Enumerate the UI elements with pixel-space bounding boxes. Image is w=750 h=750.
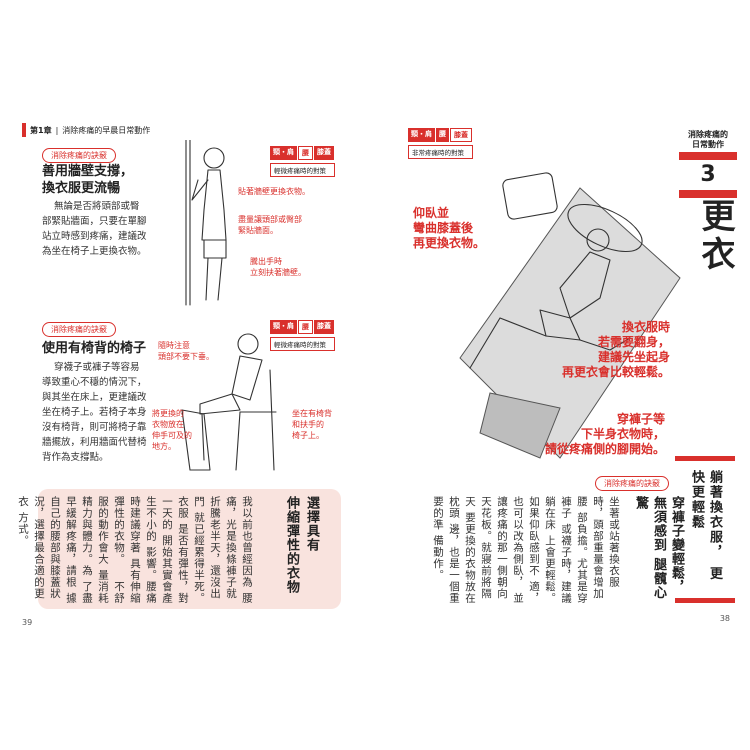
section-subtitle: 躺著換衣服， 更快更輕鬆 — [689, 470, 722, 582]
tag-waist: 腰 — [298, 146, 313, 160]
tag-knee: 膝蓋 — [314, 146, 334, 160]
section1-body: 無論是否將頭部或臀 部緊貼牆面，只要在單腳 站立時感到疼痛，建議改 為坐在椅子上… — [42, 201, 147, 257]
column-box — [38, 489, 341, 609]
chair-dressing-illustration — [181, 333, 277, 471]
tag-sub-2: 輕微疼痛時的對策 — [270, 337, 335, 351]
tag-group-right: 頸・肩 腰 膝蓋 非常疼痛時的對策 — [408, 128, 473, 159]
tag-sub-1: 輕微疼痛時的對策 — [270, 163, 335, 177]
tag-group-1: 頸・肩 腰 膝蓋 輕微疼痛時的對策 — [270, 146, 335, 177]
tip-heading-right: 穿褲子變輕鬆， 無須感到 腿髖心驚 — [633, 496, 684, 600]
page-number-right: 38 — [719, 614, 730, 623]
annotation-wall: 貼著牆壁更換衣物。 — [238, 187, 310, 196]
tip-pill-2: 消除疼痛的訣竅 — [42, 322, 116, 337]
annotation-turn: 換衣服時 若需要翻身， 建議先坐起身 再更衣會比較輕鬆。 — [561, 320, 670, 379]
section2-body: 穿襪子或褲子等容易 導致重心不穩的情況下， 與其坐在床上，更建議改 坐在椅子上。… — [42, 362, 147, 463]
tag-group-2: 頸・肩 腰 膝蓋 輕微疼痛時的對策 — [270, 320, 335, 351]
section-title: 更衣 — [695, 198, 735, 274]
annotation-head: 盡量讓頭部或臀部 緊貼牆面。 — [238, 215, 302, 235]
tag-sub-right: 非常疼痛時的對策 — [408, 145, 473, 159]
column-body: 我以前也曾經因為 腰痛，光是換條褲子就 折騰老半天，還沒出門 就已經累得半死。衣… — [17, 496, 253, 604]
chapter-label: 第1章 — [30, 125, 52, 135]
chapter-header: 第1章 | 消除疼痛的早晨日常動作 — [22, 123, 150, 137]
section1-heading: 善用牆壁支撐， 換衣服更流暢 — [42, 164, 134, 196]
chapter-title: 消除疼痛的早晨日常動作 — [62, 125, 151, 135]
right-body: 坐著或站著換衣服 時，頭部重量會增加腰 部負擔。尤其是穿褲子 或襪子時，建議躺在… — [432, 496, 620, 620]
column-heading: 選擇具有 伸縮彈性的衣物 — [284, 496, 319, 594]
chapter-marker — [22, 123, 26, 137]
tip-pill-1: 消除疼痛的訣竅 — [42, 148, 116, 163]
tip-pill-right: 消除疼痛的訣竅 — [595, 476, 669, 491]
section2-heading: 使用有椅背的椅子 — [42, 341, 147, 356]
annotation-head-down: 隨時注意 頭部不要下垂。 — [158, 341, 214, 361]
annotation-pants: 穿褲子等 下半身衣物時， 請從疼痛側的腳開始。 — [544, 412, 665, 456]
tag-neck: 頸・肩 — [270, 146, 297, 160]
section-number: 3 — [700, 162, 716, 187]
annotation-clothes-reach: 將更換的 衣物放在 伸手可及的 地方。 — [152, 409, 192, 451]
wall-dressing-illustration — [185, 140, 227, 306]
right-page: 頸・肩 腰 膝蓋 非常疼痛時的對策 仰臥並 彎曲膝蓋後 再更換衣物。 換衣服時 … — [375, 0, 750, 750]
section-tab: 消除疼痛的 日常動作 3 — [679, 130, 737, 200]
page-number-left: 39 — [22, 618, 33, 627]
annotation-hand: 騰出手時 立刻扶著牆壁。 — [250, 257, 306, 277]
bed-dressing-illustration — [459, 172, 681, 459]
annotation-chair-arms: 坐在有椅背 和扶手的 椅子上。 — [292, 409, 332, 440]
annotation-supine: 仰臥並 彎曲膝蓋後 再更換衣物。 — [413, 206, 486, 250]
left-page: 第1章 | 消除疼痛的早晨日常動作 消除疼痛的訣竅 善用牆壁支撐， 換衣服更流暢… — [17, 123, 341, 627]
